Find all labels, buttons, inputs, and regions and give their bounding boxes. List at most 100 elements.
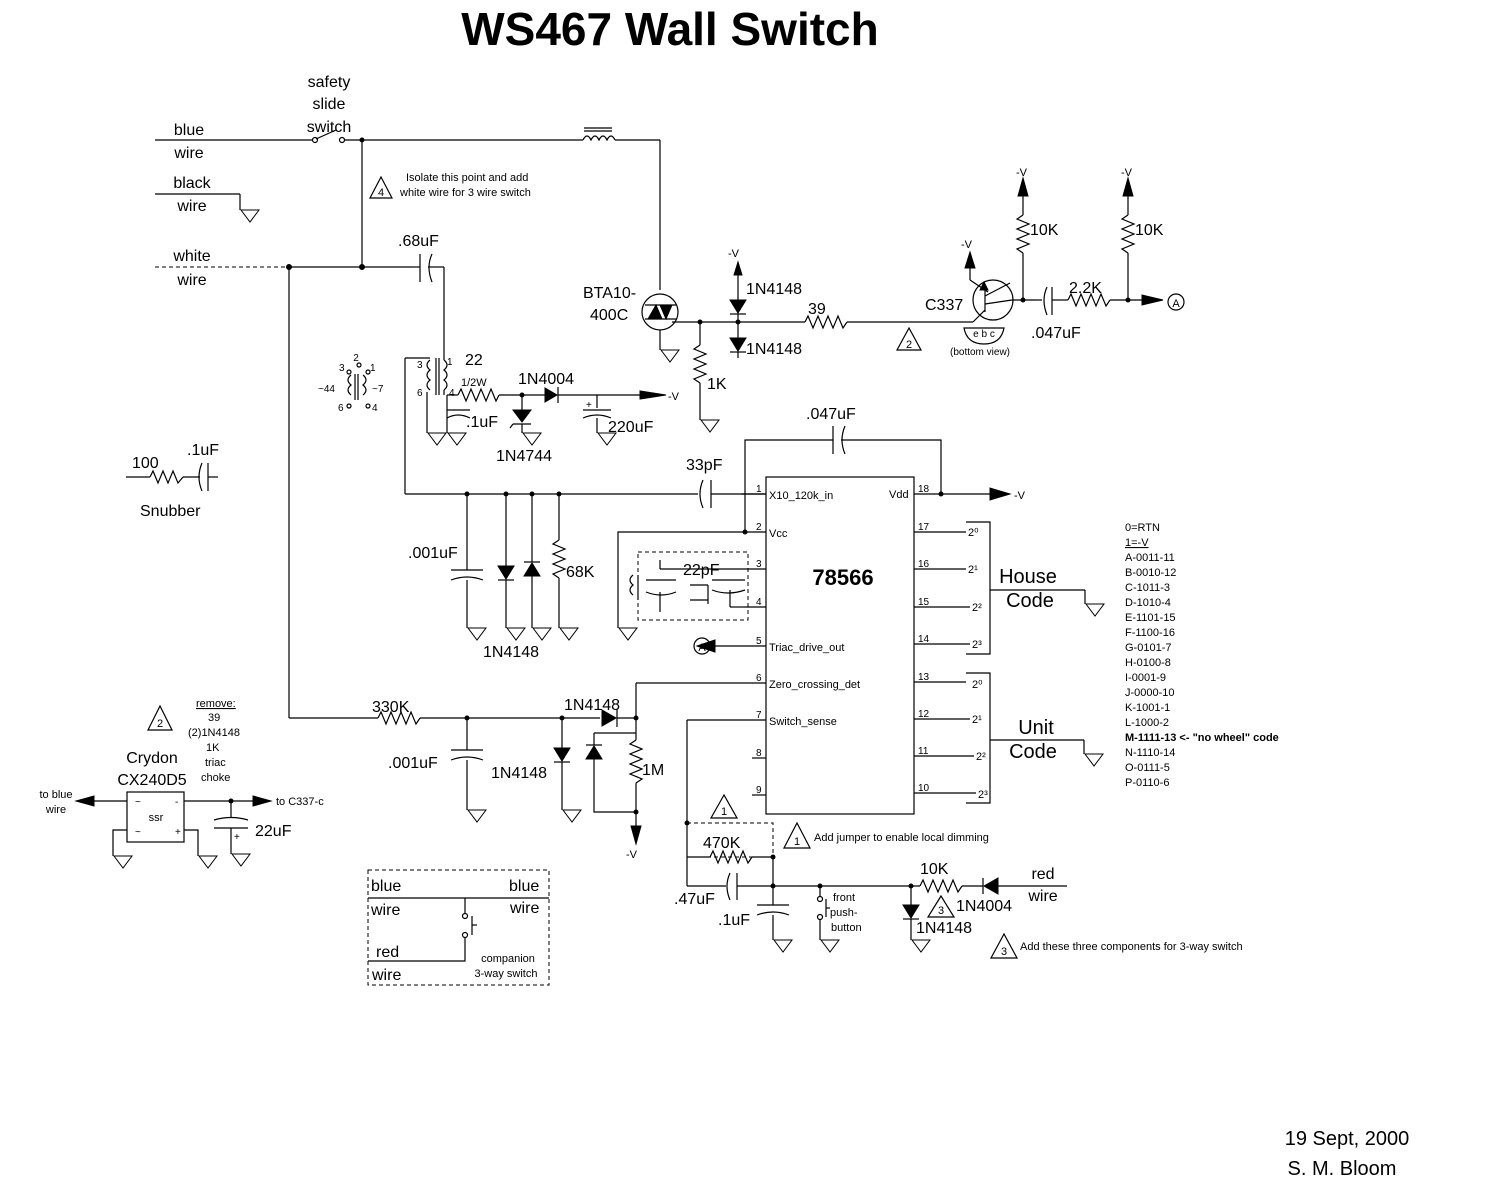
svg-text:triac: triac [205, 757, 226, 769]
svg-text:33pF: 33pF [686, 457, 723, 474]
triac-choke [582, 127, 661, 290]
svg-text:switch: switch [307, 119, 351, 136]
coupling-transformer: 3 1 6 4 [404, 357, 467, 494]
svg-text:10K: 10K [1030, 222, 1059, 239]
svg-text:push-: push- [830, 907, 858, 919]
svg-text:+: + [175, 827, 181, 838]
svg-text:100: 100 [132, 455, 159, 472]
svg-text:3: 3 [756, 559, 762, 570]
svg-text:blue: blue [509, 878, 539, 895]
code-table-row: B-0010-12 [1125, 567, 1176, 579]
svg-text:3: 3 [1001, 946, 1007, 958]
svg-text:1N4004: 1N4004 [956, 898, 1012, 915]
svg-text:39: 39 [208, 712, 220, 724]
svg-text:16: 16 [918, 559, 930, 570]
solid-state-relay: 2 remove: 39 (2)1N4148 1K triac choke Cr… [39, 698, 324, 869]
svg-text:e b c: e b c [973, 329, 995, 340]
svg-text:13: 13 [918, 672, 930, 683]
diode-pair-1n4148-b: 1N4148 [483, 494, 552, 661]
svg-text:4: 4 [449, 388, 455, 399]
svg-text:10: 10 [918, 783, 930, 794]
svg-text:6: 6 [756, 673, 762, 684]
code-table-row: G-0101-7 [1125, 642, 1171, 654]
svg-text:.001uF: .001uF [408, 545, 458, 562]
svg-text:11: 11 [918, 746, 929, 757]
svg-text:15: 15 [918, 597, 930, 608]
unit-code-label: Unit Code [990, 717, 1104, 767]
svg-text:wire: wire [509, 900, 539, 917]
svg-text:+: + [234, 832, 240, 843]
svg-text:1: 1 [721, 806, 727, 818]
triac-bta10-400c: BTA10- 400C [583, 285, 740, 363]
svg-text:1: 1 [447, 357, 453, 368]
svg-text:22pF: 22pF [683, 562, 720, 579]
resistor-10k-b: -V 10K [1120, 167, 1164, 303]
svg-text:Triac_drive_out: Triac_drive_out [769, 642, 844, 654]
svg-text:C337: C337 [925, 297, 963, 314]
svg-text:House: House [999, 566, 1057, 588]
svg-text:.1uF: .1uF [466, 414, 498, 431]
svg-text:2²: 2² [976, 751, 986, 763]
svg-text:2: 2 [353, 353, 359, 364]
switch-sense-network: 1 470K .47uF .1uF front push- button [674, 720, 1067, 953]
svg-text:2³: 2³ [972, 639, 982, 651]
svg-text:Code: Code [1009, 741, 1057, 763]
svg-text:blue: blue [371, 878, 401, 895]
svg-text:A: A [1172, 298, 1180, 310]
zener-1n4744: 1N4744 [496, 395, 552, 465]
svg-text:2: 2 [906, 339, 912, 351]
svg-text:~7: ~7 [372, 384, 384, 395]
svg-text:2³: 2³ [978, 789, 988, 801]
svg-text:1: 1 [756, 484, 762, 495]
svg-text:1K: 1K [707, 376, 727, 393]
capacitor-01uf-a: .1uF [446, 409, 498, 431]
svg-text:1/2W: 1/2W [461, 377, 487, 389]
svg-text:2⁰: 2⁰ [968, 527, 979, 539]
transistor-c337: -V C337 e b c (bottom view) [925, 239, 1036, 358]
svg-text:22: 22 [465, 352, 483, 369]
code-table-row: J-0000-10 [1125, 687, 1175, 699]
svg-text:~44: ~44 [318, 384, 335, 395]
capacitor-047uf-a: .047uF [1031, 286, 1081, 342]
svg-text:1N4148: 1N4148 [746, 281, 802, 298]
svg-text:Vcc: Vcc [769, 528, 788, 540]
ic-left-pins: 1 X10_120k_in 2 Vcc 3 4 5 Triac_drive_ou… [636, 484, 860, 796]
svg-text:-V: -V [668, 391, 680, 403]
code-table: 0=RTN1=-VA-0011-11B-0010-12C-1011-3D-101… [1125, 522, 1279, 789]
zero-crossing-network: 330K 1N4148 .001uF 1N4148 -V 1M [288, 267, 664, 861]
capacitor-33pf: 33pF [686, 457, 766, 509]
diagram-date: 19 Sept, 2000 [1285, 1128, 1410, 1150]
svg-text:1N4148: 1N4148 [746, 341, 802, 358]
note-4: 4 Isolate this point and add white wire … [369, 172, 531, 199]
svg-text:6: 6 [417, 388, 423, 399]
code-table-row: K-1001-1 [1125, 702, 1170, 714]
svg-text:3: 3 [339, 363, 345, 374]
svg-text:wire: wire [371, 967, 401, 984]
svg-text:wire: wire [173, 145, 203, 162]
svg-text:14: 14 [918, 634, 930, 645]
svg-text:wire: wire [1027, 888, 1057, 905]
svg-text:-V: -V [1121, 167, 1133, 179]
blue-wire-input: blue wire [155, 122, 312, 162]
svg-text:companion: companion [481, 953, 535, 965]
svg-text:Add these three components for: Add these three components for 3-way swi… [1020, 941, 1243, 953]
svg-text:2.2K: 2.2K [1069, 280, 1102, 297]
code-table-row: C-1011-3 [1125, 582, 1170, 594]
code-table-row: P-0110-6 [1125, 777, 1169, 789]
svg-text:1K: 1K [206, 742, 220, 754]
code-table-row: D-1010-4 [1125, 597, 1171, 609]
svg-text:1N4148: 1N4148 [483, 644, 539, 661]
svg-text:1M: 1M [642, 762, 664, 779]
svg-text:blue: blue [174, 122, 204, 139]
svg-text:5: 5 [756, 636, 762, 647]
diode-1n4004-a: 1N4004 -V [518, 371, 680, 403]
note-3: 3 Add these three components for 3-way s… [989, 932, 1243, 959]
marker-a-in: A [693, 637, 716, 655]
svg-text:black: black [173, 175, 211, 192]
svg-text:choke: choke [201, 772, 230, 784]
svg-text:.047uF: .047uF [806, 406, 856, 423]
diagram-author: S. M. Bloom [1288, 1158, 1397, 1180]
svg-text:2⁰: 2⁰ [972, 679, 983, 691]
svg-text:4: 4 [378, 187, 384, 199]
svg-text:wire: wire [370, 902, 400, 919]
